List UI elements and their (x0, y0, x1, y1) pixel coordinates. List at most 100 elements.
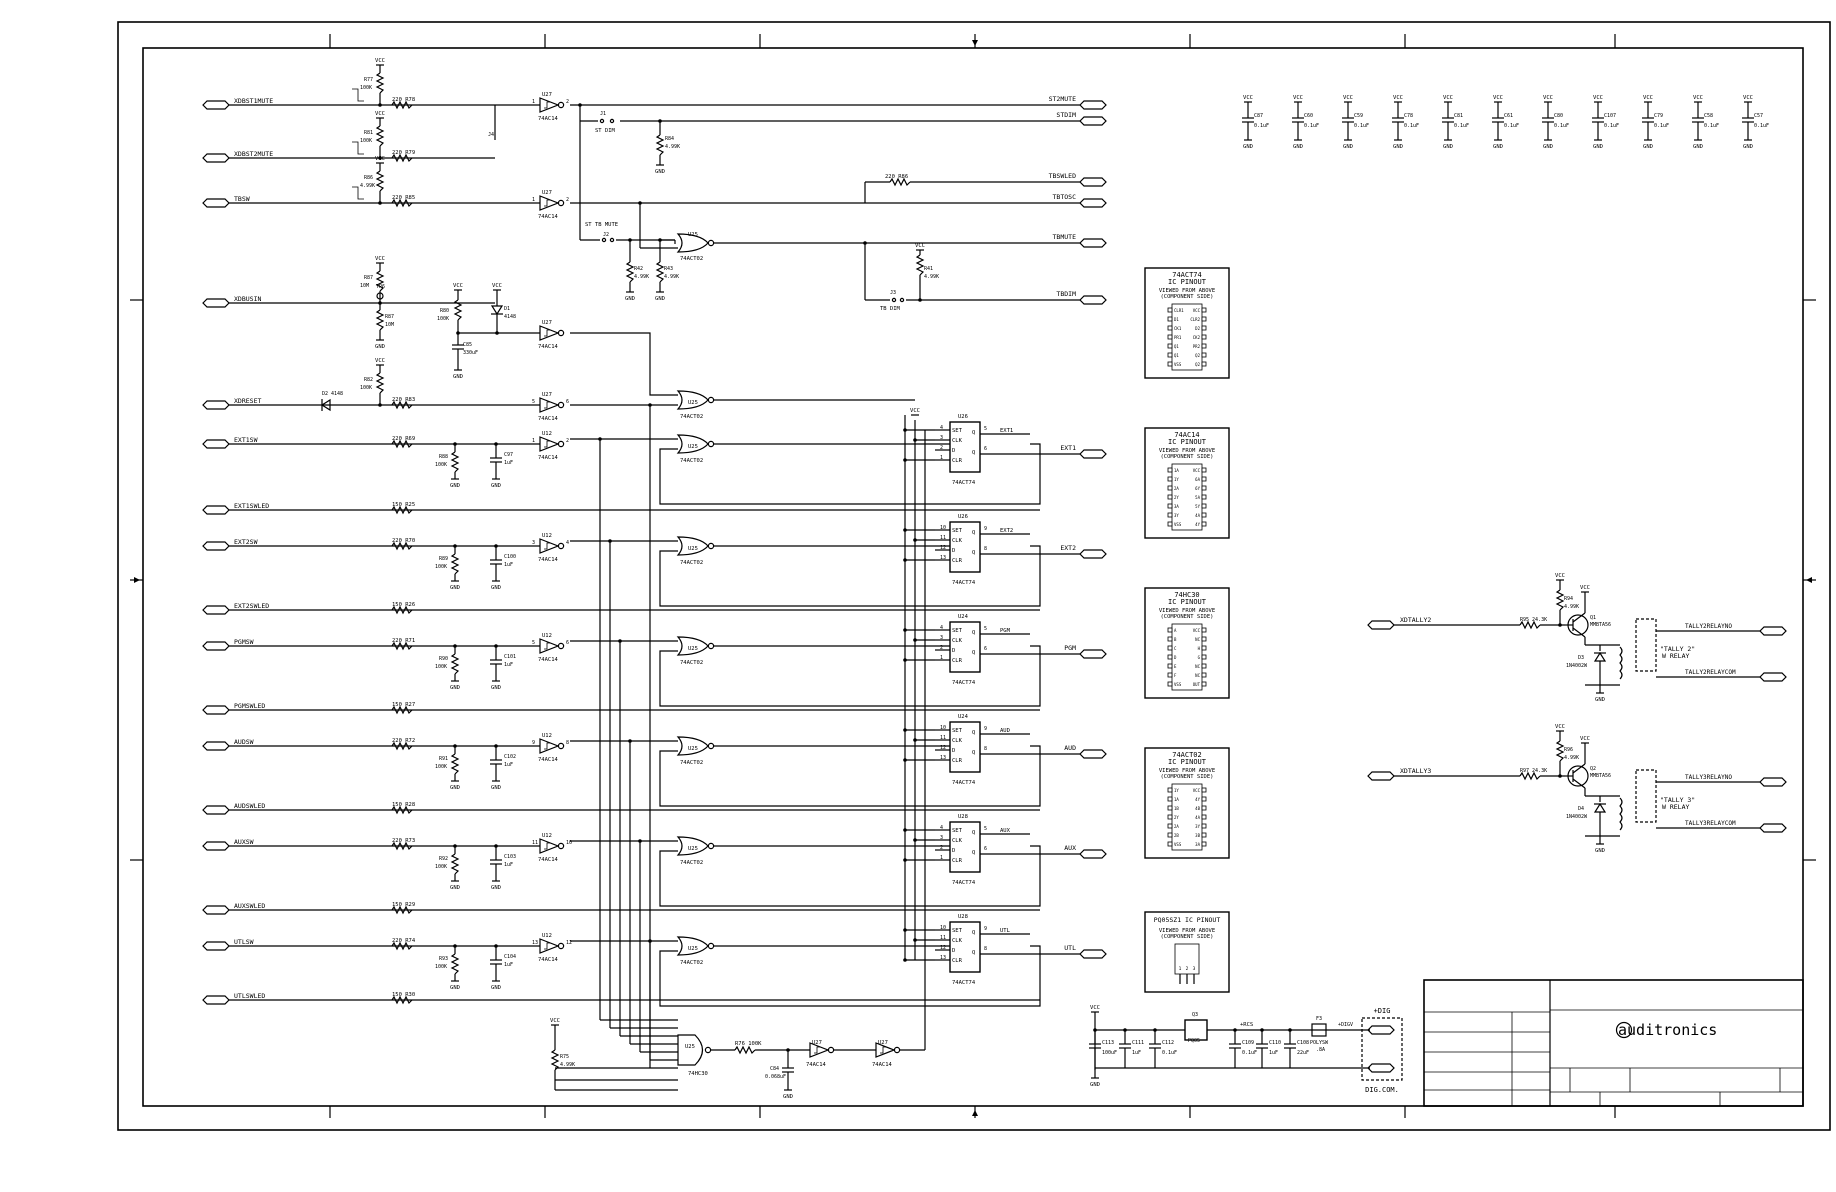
resistor-ref: R42 (634, 266, 643, 272)
pinout-side: (COMPONENT SIDE) (1161, 454, 1214, 460)
decoupling-cap-ref: C80 (1554, 113, 1563, 119)
ic-pin-label: VSS (1174, 682, 1182, 687)
nor-bubble-icon (707, 842, 715, 850)
output-connector (1079, 177, 1107, 187)
ic-pin-label: 3Y (1174, 513, 1179, 518)
ic-pin-label: 1Y (1174, 477, 1179, 482)
input-connector (202, 198, 230, 208)
decoupling-cap-ref: C79 (1654, 113, 1663, 119)
ic-pin-label: 4A (1195, 513, 1200, 518)
filter-cap-ref: C102 (504, 754, 516, 760)
flipflop-body (949, 721, 981, 773)
inverter-bubble-icon (557, 401, 565, 409)
ic-pin-label: CK1 (1174, 326, 1182, 331)
pulldown-ref: R93 (439, 956, 448, 962)
filter-cap-value: 1uF (504, 460, 513, 466)
ic-pin (1167, 352, 1173, 358)
decoupling-cap-ref: C59 (1354, 113, 1363, 119)
input-connector (202, 741, 230, 751)
regulator-ref: Q3 (1192, 1012, 1198, 1018)
flipflop-body (949, 521, 981, 573)
decoupling-section: VCCGNDC870.1uFVCCGNDC600.1uFVCCGNDC590.1… (1242, 95, 1769, 150)
resistor-value: 4.99K (664, 274, 679, 280)
ic-pin-label: C (1174, 646, 1177, 651)
ic-pin-label: 5A (1195, 495, 1200, 500)
flipflop-pin-number: 4 (940, 825, 943, 831)
output-net-label: PGM (1064, 644, 1076, 652)
output-net-label: TBSWLED (1049, 172, 1076, 180)
wire (659, 645, 1041, 707)
nor-bubble-icon (707, 542, 715, 550)
ground-label: GND (655, 296, 665, 302)
pulldown-resistor-symbol (450, 451, 460, 473)
gate-type: 74AC14 (538, 455, 559, 461)
flipflop-pin-number: 11 (940, 935, 946, 941)
switch-waveform-icon (352, 186, 364, 200)
input-net-label: XDBUSIN (234, 295, 261, 303)
ic-pin (1201, 476, 1207, 482)
gate-type: 74ACT02 (680, 414, 703, 420)
flipflop-pin-number: 4 (940, 425, 943, 431)
regulator-type: PQ05 (1188, 1038, 1200, 1044)
vcc-label: VCC (1543, 95, 1553, 101)
capacitor-value: 0.068uF (765, 1074, 786, 1080)
vcc-label: VCC (550, 1018, 560, 1024)
resistor-ref: R80 (440, 308, 449, 314)
diode-ref: D1 (504, 306, 510, 312)
vcc-label: VCC (375, 358, 385, 364)
flipflop-output-label: EXT1 (1000, 428, 1013, 434)
ic-pin (1201, 796, 1207, 802)
junction-dot (913, 438, 917, 442)
ic-pin-label: 3Y (1195, 824, 1200, 829)
pullup-ref: R77 (364, 77, 373, 83)
flipflop-pin-label: SET (952, 428, 963, 434)
flipflop-pin-label: D (952, 548, 955, 554)
flipflop-pin-number: 6 (984, 846, 987, 852)
ic-pin (1167, 512, 1173, 518)
flipflop-pin-label: SET (952, 728, 963, 734)
input-connector (202, 705, 230, 715)
gate-pin: 2 (566, 438, 569, 444)
series-resistor-symbol (391, 741, 413, 751)
flipflop-pin-number: 2 (940, 645, 943, 651)
title-block: auditronics (1423, 979, 1804, 1107)
series-resistor-symbol (391, 805, 413, 815)
series-resistor-label: 220 R71 (392, 638, 415, 644)
ground-label: GND (491, 483, 501, 489)
flipflop-pin-label: CLR (952, 958, 963, 964)
ic-pin (1167, 334, 1173, 340)
gate-ref: U25 (688, 546, 698, 552)
series-resistor-symbol (391, 705, 413, 715)
junction-dot (1260, 1028, 1264, 1032)
tally-resistor-label: R95 24.3K (1520, 617, 1547, 623)
series-resistor-label: 150 R27 (392, 702, 415, 708)
logic-section: VCCR80100KGNDC85330uFVCCD14148U2774AC14J… (437, 103, 1041, 1100)
ground-label: GND (1743, 144, 1753, 150)
gate-pin: 1 (532, 99, 535, 105)
gate-type: 74HC30 (688, 1071, 708, 1077)
series-resistor-label: 220 R74 (392, 938, 416, 944)
digv-label: +DIGV (1338, 1022, 1353, 1028)
flipflop-pin-number: 3 (940, 435, 943, 441)
series-resistor-label: 220 R83 (392, 397, 415, 403)
decoupling-cap-ref: C57 (1754, 113, 1763, 119)
dig-connector (1367, 1025, 1395, 1035)
junction-dot (903, 728, 907, 732)
pullup-resistor-symbol (375, 270, 385, 292)
ic-pin-label: 2Y (1174, 815, 1179, 820)
series-resistor-label: 220 R78 (392, 97, 415, 103)
junction-dot (903, 428, 907, 432)
jumper-label: J1 (600, 111, 606, 117)
gate-pin: 2 (566, 99, 569, 105)
ground-label: GND (450, 483, 460, 489)
output-net-label: EXT2 (1060, 544, 1076, 552)
flipflop-ref: U28 (958, 914, 968, 920)
flipflop-ref: U24 (958, 614, 969, 620)
input-connector (202, 439, 230, 449)
inverter-bubble-icon (557, 329, 565, 337)
pulldown-ref: R92 (439, 856, 448, 862)
pulldown-ref: R87 (385, 314, 394, 320)
ic-pin (1201, 814, 1207, 820)
decoupling-cap-value: 0.1uF (1554, 123, 1569, 129)
